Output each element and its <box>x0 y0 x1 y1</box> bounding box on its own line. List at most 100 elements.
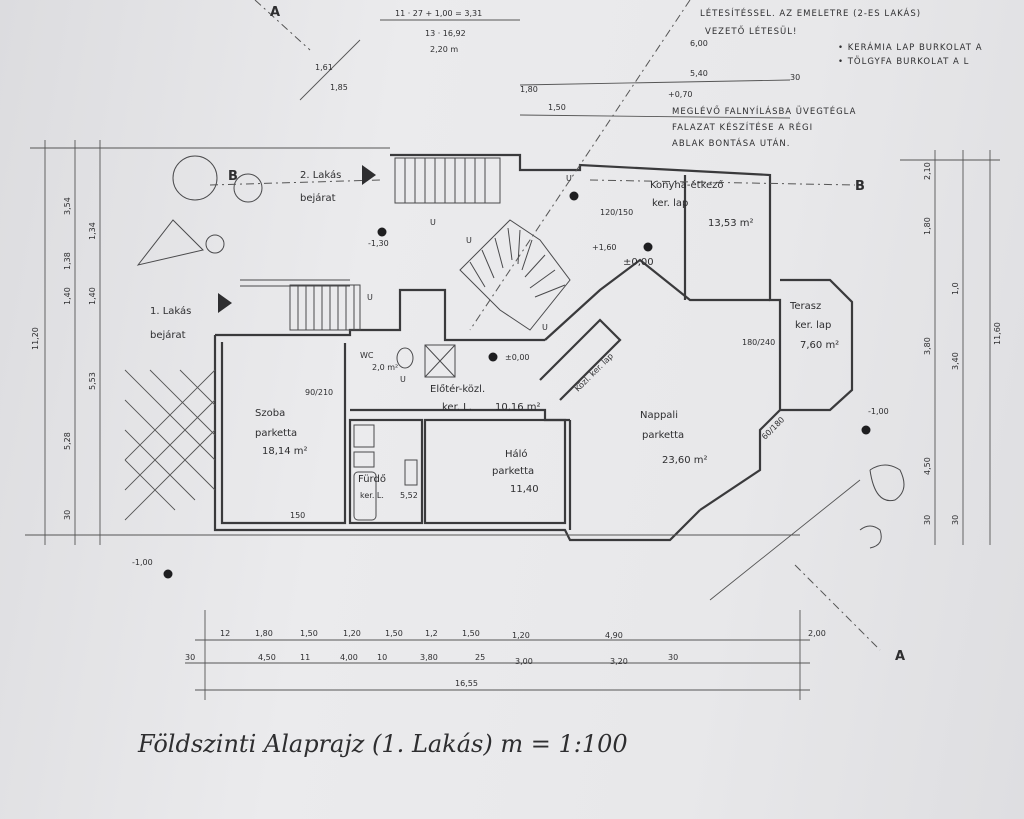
entrance-2-label: bejárat <box>300 192 336 204</box>
dim-label: 11 <box>300 653 310 662</box>
dim-label: 3,54 <box>63 197 72 215</box>
dim-label: 4,50 <box>258 653 276 662</box>
level-markers <box>163 191 871 579</box>
room-floor: ker. L. <box>442 402 472 413</box>
room-nappali: Nappali <box>640 410 678 421</box>
room-kozl: Közl. ker. lap <box>573 351 615 393</box>
right-dimensions: 11,60 4,50 3,40 3,80 1,80 30 2,10 30 1,0 <box>923 162 1002 525</box>
room-furdo: Fürdő <box>358 473 386 485</box>
entrance-labels: 2. Lakás bejárat 1. Lakás bejárat <box>150 169 341 341</box>
level-label: +1,60 <box>592 243 617 252</box>
dim-label: 11 · 27 + 1,00 = 3,31 <box>395 9 482 18</box>
notes: LÉTESÍTÉSSEL. AZ EMELETRE (2-ES LAKÁS) V… <box>668 7 983 149</box>
note-bullet: • TÖLGYFA BURKOLAT A L <box>838 56 969 67</box>
left-dimensions: 11,20 5,28 5,53 30 1,40 1,38 1,34 3,54 1… <box>31 197 97 520</box>
dim-label: 11,60 <box>993 322 1002 345</box>
dim-label: 1,20 <box>512 631 530 640</box>
dim-label: 5,28 <box>63 432 72 450</box>
dim-label: 1,80 <box>255 629 273 638</box>
dim-label: 3,80 <box>923 337 932 355</box>
room-floor: parketta <box>255 428 297 439</box>
level-label: -1,30 <box>368 239 389 248</box>
dim-label: 2,20 m <box>430 45 458 54</box>
note-line: FALAZAT KÉSZÍTÉSE A RÉGI <box>672 121 813 133</box>
dim-total: 16,55 <box>455 679 478 688</box>
section-a-top: A <box>270 5 280 20</box>
dim-label: 13 · 16,92 <box>425 29 466 38</box>
drawing-title: Földszinti Alaprajz (1. Lakás) m = 1:100 <box>137 730 628 758</box>
room-eloter: Előtér-közl. <box>430 383 485 395</box>
dim-label: 1,40 <box>63 287 72 305</box>
dim-label: 30 <box>951 515 960 525</box>
dim-label: 1,40 <box>88 287 97 305</box>
entrance-arrow-2 <box>362 165 376 185</box>
dim-label: 25 <box>475 653 485 662</box>
opening-label: 60/180 <box>760 415 786 441</box>
dim-label: 1,38 <box>63 252 72 270</box>
room-floor: parketta <box>642 430 684 441</box>
room-area: 13,53 m² <box>708 218 754 229</box>
note-line: LÉTESÍTÉSSEL. AZ EMELETRE (2-ES LAKÁS) <box>700 7 921 19</box>
dim-label: 2,10 <box>923 162 932 180</box>
stair-mark: U <box>542 323 548 332</box>
dim-label: 30 <box>668 653 678 662</box>
dim-label: 1,34 <box>88 222 97 240</box>
note-line: VEZETŐ LÉTESÜL! <box>705 25 797 37</box>
room-area: 23,60 m² <box>662 455 708 466</box>
dim-label: 1,80 <box>520 85 538 94</box>
room-floor: parketta <box>492 466 534 477</box>
dim-label: 11,20 <box>31 327 40 350</box>
dim-label: 1,50 <box>385 629 403 638</box>
entrance-1-label: 1. Lakás <box>150 305 191 317</box>
room-konyha: Konyha-étkező <box>650 179 724 191</box>
level-label: ±0,00 <box>505 353 530 362</box>
opening-label: 90/210 <box>305 388 333 397</box>
dim-label: 10 <box>377 653 387 662</box>
dim-label: 12 <box>220 629 230 638</box>
section-lines <box>209 0 881 651</box>
dim-label: 3,00 <box>515 657 533 666</box>
level-label: -1,00 <box>132 558 153 567</box>
level-label: +0,70 <box>668 90 693 99</box>
entrance-2-label: 2. Lakás <box>300 169 341 181</box>
stair-marks: U U U U U U <box>367 174 572 384</box>
stair-mark: U <box>400 375 406 384</box>
fixtures <box>353 344 456 521</box>
dim-label: 1,50 <box>300 629 318 638</box>
level-labels: -1,30 ±0,00 ±0,00 -1,00 -1,00 +1,60 <box>132 239 889 567</box>
dim-label: 1,61 <box>315 63 333 72</box>
stairs <box>240 157 571 331</box>
dimension-lines <box>25 19 1000 700</box>
dim-label: 30 <box>923 515 932 525</box>
dim-label: 4,50 <box>923 457 932 475</box>
dim-label: 5,53 <box>88 372 97 390</box>
room-halo: Háló <box>505 448 528 460</box>
room-area: 2,0 m² <box>372 363 398 372</box>
dim-label: 30 <box>63 510 72 520</box>
room-area: 5,52 <box>400 491 418 500</box>
note-bullet: • KERÁMIA LAP BURKOLAT A <box>838 41 983 53</box>
section-b-right: B <box>855 179 865 194</box>
stair-mark: U <box>566 174 572 183</box>
room-area: 11,40 <box>510 484 539 495</box>
dim-label: 1,50 <box>548 103 566 112</box>
entrance-arrow-1 <box>218 293 232 313</box>
dim-label: 3,80 <box>420 653 438 662</box>
walls <box>213 153 854 542</box>
top-dimensions: 11 · 27 + 1,00 = 3,31 13 · 16,92 2,20 m … <box>315 9 800 112</box>
stair-mark: U <box>430 218 436 227</box>
note-line: MEGLÉVŐ FALNYÍLÁSBA ÜVEGTÉGLA <box>672 105 856 117</box>
room-floor: ker. lap <box>652 198 688 209</box>
entrance-1-label: bejárat <box>150 329 186 341</box>
note-line: ABLAK BONTÁSA UTÁN. <box>672 137 790 149</box>
landscape <box>124 155 905 549</box>
section-b-left: B <box>228 169 238 184</box>
room-area: 18,14 m² <box>262 446 308 457</box>
level-label: -1,00 <box>868 407 889 416</box>
room-floor: ker. lap <box>795 320 831 331</box>
room-terasz: Terasz <box>789 301 821 312</box>
stair-mark: U <box>466 236 472 245</box>
dim-label: 3,40 <box>951 352 960 370</box>
